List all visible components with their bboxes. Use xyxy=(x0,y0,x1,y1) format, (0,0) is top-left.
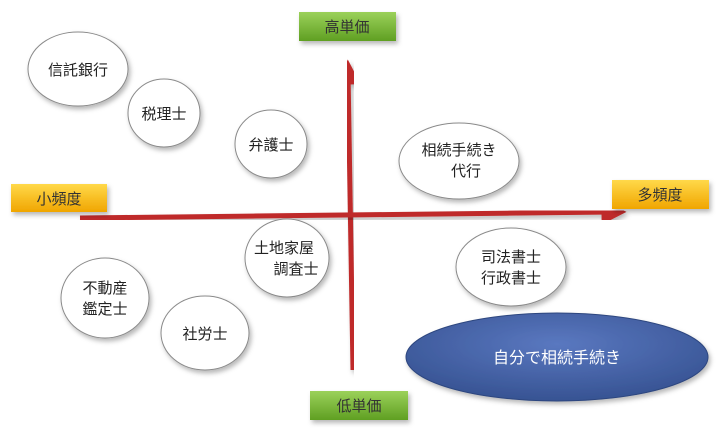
bubble-label: 司法書士 xyxy=(481,248,541,266)
bubble-label: 不動産 xyxy=(82,279,127,297)
highlight-label: 自分で相続手続き xyxy=(493,348,621,367)
bubble-zeirishi: 税理士 xyxy=(127,78,201,148)
bubble-label: 社労士 xyxy=(182,325,227,343)
axis-label-bottom-text: 低単価 xyxy=(336,397,381,415)
axis-label-bottom: 低単価 xyxy=(310,391,408,420)
bubble-souzoku-daikou: 相続手続き 代行 xyxy=(398,122,520,200)
bubble-tochi-kaoku: 土地家屋 調査士 xyxy=(244,218,330,298)
bubble-label: 土地家屋 xyxy=(254,239,314,257)
axes xyxy=(79,59,627,371)
bubble-label: 弁護士 xyxy=(248,136,293,154)
bubble-label: 税理士 xyxy=(141,105,186,123)
vertical-axis-arrow xyxy=(335,59,361,371)
axis-label-right: 多頻度 xyxy=(612,180,709,209)
bubble-fudousan-kanteishi: 不動産 鑑定士 xyxy=(60,257,150,339)
axis-label-top: 高単価 xyxy=(299,12,396,41)
bubble-sharoushi: 社労士 xyxy=(160,295,250,371)
bubble-label: 調査士 xyxy=(273,260,318,278)
bubble-label: 鑑定士 xyxy=(82,300,127,318)
bubble-label: 代行 xyxy=(451,162,481,180)
bubble-label: 相続手続き xyxy=(421,141,496,159)
bubble-bengoshi: 弁護士 xyxy=(234,109,308,179)
bubble-label: 信託銀行 xyxy=(48,61,108,79)
bubble-shintaku-ginko: 信託銀行 xyxy=(27,31,129,107)
axis-label-top-text: 高単価 xyxy=(324,18,369,36)
horizontal-axis-arrow xyxy=(79,199,627,225)
bubble-shihou-gyousei: 司法書士 行政書士 xyxy=(455,227,567,307)
bubble-label: 行政書士 xyxy=(481,269,541,287)
axis-label-left-text: 小頻度 xyxy=(36,190,81,208)
axis-label-right-text: 多頻度 xyxy=(637,186,682,204)
axis-label-left: 小頻度 xyxy=(11,184,107,212)
highlight-self-procedure: 自分で相続手続き xyxy=(405,312,709,402)
